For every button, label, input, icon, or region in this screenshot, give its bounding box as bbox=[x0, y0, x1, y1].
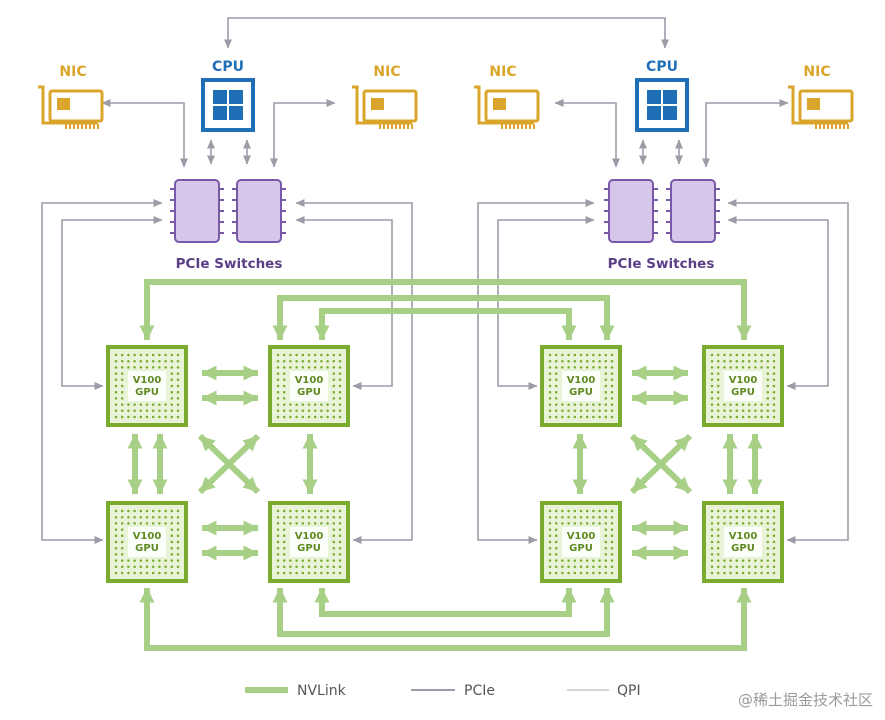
gpu-label-type: GPU bbox=[297, 387, 321, 398]
nic-icon bbox=[38, 85, 98, 125]
nic-label: NIC bbox=[489, 64, 516, 80]
gpu-label-type: GPU bbox=[569, 387, 593, 398]
nic-label: NIC bbox=[803, 64, 830, 80]
nic-card: NIC bbox=[352, 64, 418, 129]
gpu-label-model: V100 bbox=[567, 375, 596, 386]
nvlink-cross-link bbox=[314, 308, 577, 341]
gpu-label-model: V100 bbox=[729, 531, 758, 542]
pcie-switch-gpu bbox=[727, 199, 849, 544]
pcie-nic-switch bbox=[554, 99, 620, 168]
gpu-label-type: GPU bbox=[297, 543, 321, 554]
nvlink-link bbox=[197, 433, 261, 495]
pcie-switch-gpu bbox=[477, 199, 595, 544]
gpu-label-model: V100 bbox=[133, 375, 162, 386]
pcie-nic-switch bbox=[101, 99, 188, 168]
nvlink-cross-link bbox=[139, 279, 752, 341]
nic-label: NIC bbox=[373, 64, 400, 80]
nvlink-cross-link bbox=[272, 587, 615, 637]
nvlink-link bbox=[629, 433, 693, 495]
pcie-switch-gpu bbox=[61, 216, 163, 390]
cpu-label: CPU bbox=[646, 59, 678, 75]
pcie-switch bbox=[170, 179, 224, 243]
pcie-switch-icon bbox=[670, 179, 716, 243]
pcie-switch-gpu bbox=[295, 216, 393, 390]
pcie-switch-icon bbox=[608, 179, 654, 243]
cpu-chip: CPU bbox=[201, 59, 255, 132]
nic-label: NIC bbox=[59, 64, 86, 80]
legend-label-pcie: PCIe bbox=[464, 683, 495, 699]
gpu-label-model: V100 bbox=[729, 375, 758, 386]
nic-icon bbox=[474, 85, 534, 125]
legend-label-nvlink: NVLink bbox=[297, 683, 347, 699]
nvlink-cross-link bbox=[272, 295, 615, 341]
gpu-label-model: V100 bbox=[133, 531, 162, 542]
pcie-switch bbox=[604, 179, 658, 243]
watermark: @稀土掘金技术社区 bbox=[737, 691, 873, 709]
nic-card: NIC bbox=[474, 64, 540, 129]
pcie-switches-label: PCIe Switches bbox=[608, 256, 715, 272]
gpu-label-type: GPU bbox=[135, 543, 159, 554]
nic-card: NIC bbox=[788, 64, 854, 129]
nic-icon bbox=[352, 85, 412, 125]
pcie-switch-icon bbox=[236, 179, 282, 243]
nic-card: NIC bbox=[38, 64, 104, 129]
pcie-nic-switch bbox=[270, 99, 336, 168]
pcie-switch-gpu bbox=[497, 216, 595, 390]
gpu-label-type: GPU bbox=[569, 543, 593, 554]
gpu-label-type: GPU bbox=[135, 387, 159, 398]
gpu-label-type: GPU bbox=[731, 543, 755, 554]
pcie-switch-gpu bbox=[295, 199, 413, 544]
pcie-switch-gpu bbox=[727, 216, 829, 390]
pcie-switch-gpu bbox=[41, 199, 163, 544]
legend-label-qpi: QPI bbox=[617, 683, 641, 699]
cpu-label: CPU bbox=[212, 59, 244, 75]
pcie-switch bbox=[232, 179, 286, 243]
qpi-link bbox=[224, 17, 669, 49]
nvlink-cross-link bbox=[139, 587, 752, 651]
nic-icon bbox=[788, 85, 848, 125]
gpu-label-model: V100 bbox=[295, 375, 324, 386]
pcie-switches-label: PCIe Switches bbox=[176, 256, 283, 272]
gpu-label-type: GPU bbox=[731, 387, 755, 398]
gpu-label-model: V100 bbox=[295, 531, 324, 542]
gpu-label-model: V100 bbox=[567, 531, 596, 542]
nvlink-cross-link bbox=[314, 587, 577, 617]
pcie-switch-icon bbox=[174, 179, 220, 243]
pcie-switch bbox=[666, 179, 720, 243]
cpu-chip: CPU bbox=[635, 59, 689, 132]
pcie-nic-switch bbox=[702, 99, 789, 168]
